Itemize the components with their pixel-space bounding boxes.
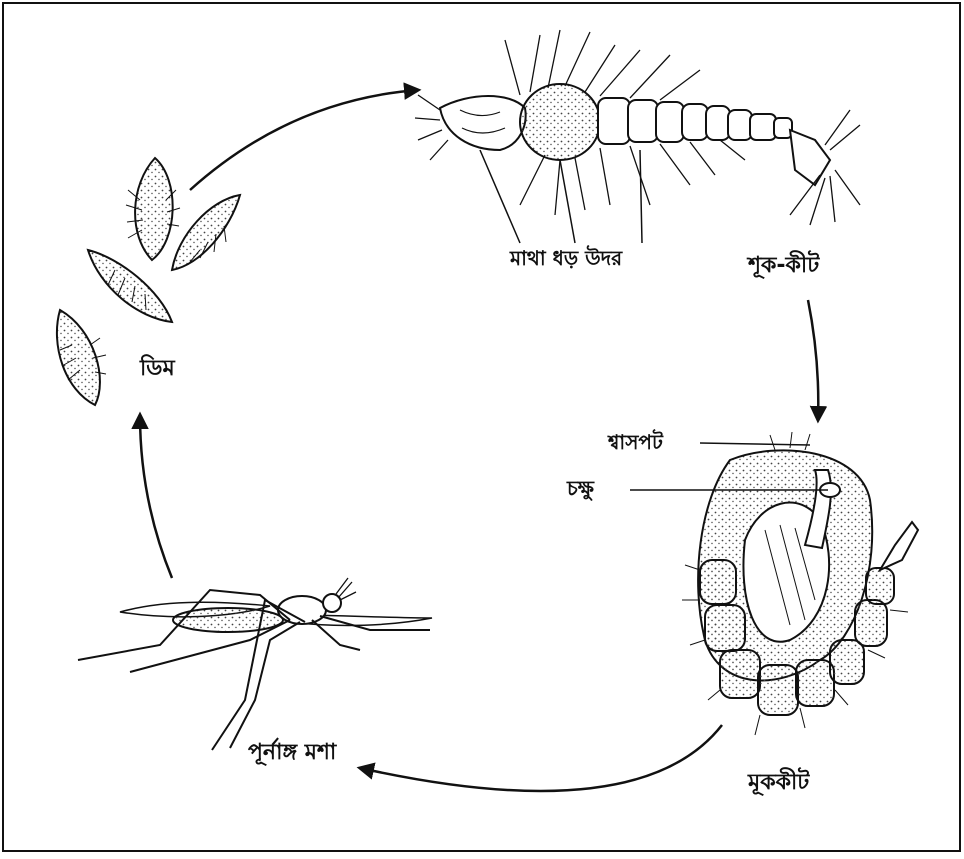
larva-illustration (415, 30, 860, 243)
pupa-label: মূককীট (748, 772, 809, 794)
eye-label: চক্ষু (567, 478, 594, 498)
arrow-larva-to-pupa (808, 300, 818, 420)
adult-mosquito-illustration (78, 578, 432, 750)
egg-4 (57, 310, 106, 405)
pupa-illustration (630, 432, 918, 735)
egg-3 (88, 250, 172, 322)
adult-label: পূর্নাঙ্গ মশা (248, 742, 336, 764)
larva-parts-label: মাথা ধড় উদর (510, 248, 622, 268)
arrow-pupa-to-adult (360, 725, 722, 791)
egg-label: ডিম (140, 358, 175, 380)
egg-1 (126, 158, 180, 260)
egg-2 (172, 195, 240, 270)
breathing-tube-label: শ্বাসপট (608, 432, 663, 452)
breathing-tube-pointer (700, 443, 810, 445)
larva-label: শূক-কীট (748, 255, 819, 277)
arrow-adult-to-egg (140, 415, 172, 578)
arrow-egg-to-larva (190, 90, 418, 190)
